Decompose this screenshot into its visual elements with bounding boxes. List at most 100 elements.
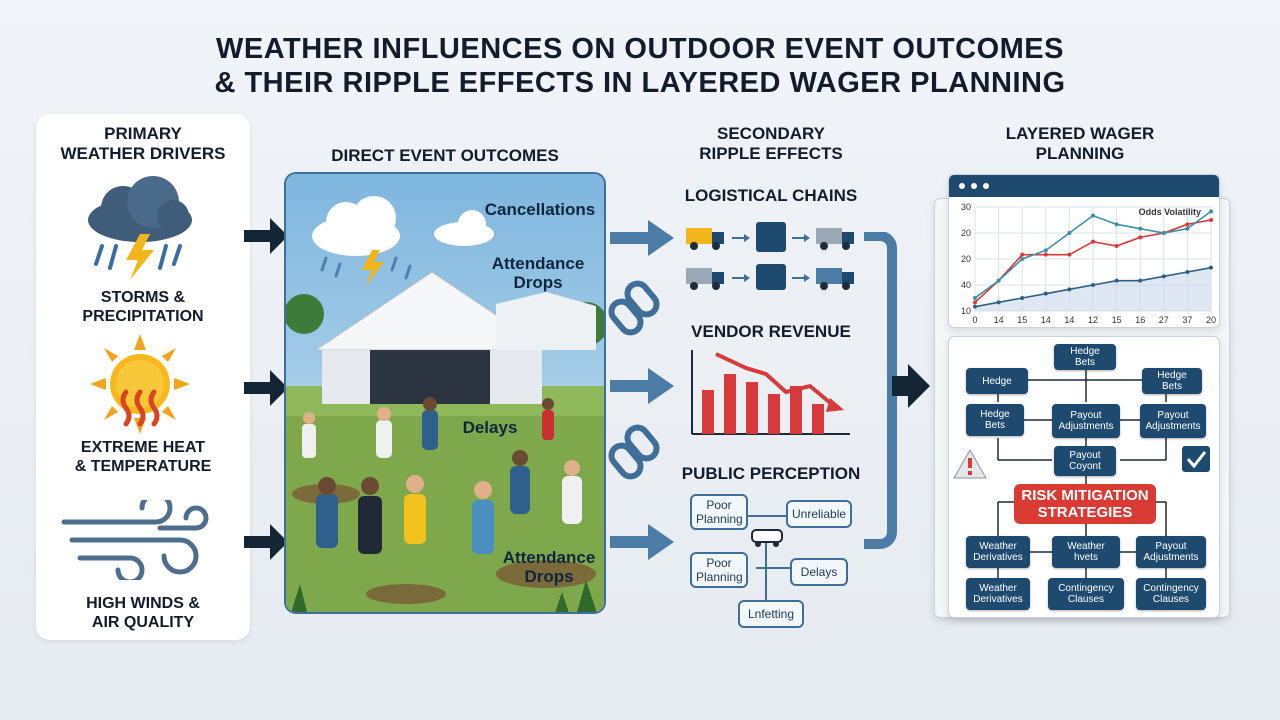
data-point <box>1209 265 1213 270</box>
node-cc1-line1: Contingency <box>1058 583 1114 594</box>
chart-title: Odds Volatility <box>1139 207 1201 217</box>
node-wh-line2: hvets <box>1074 552 1098 563</box>
ripple-heading-line2: RIPPLE EFFECTS <box>699 144 843 163</box>
node-cc2-line2: Clauses <box>1152 594 1190 605</box>
driver-wind-line2: AIR QUALITY <box>91 614 195 631</box>
data-point <box>1138 278 1143 283</box>
drivers-heading-line1: PRIMARY <box>104 124 182 143</box>
event-scene <box>284 172 606 614</box>
data-point <box>1209 218 1213 222</box>
data-point <box>1067 287 1072 292</box>
page-title-line1: WEATHER INFLUENCES ON OUTDOOR EVENT OUTC… <box>216 33 1064 65</box>
x-tick-label: 14 <box>1041 315 1051 325</box>
data-point <box>1043 248 1048 253</box>
x-tick-label: 27 <box>1159 315 1169 325</box>
data-point <box>1091 283 1095 287</box>
y-tick-label: 20 <box>961 228 971 238</box>
data-point <box>1020 257 1025 261</box>
x-tick-label: 0 <box>972 315 977 325</box>
arrow-to-perception <box>610 524 674 560</box>
node-hedge-right-line1: Hedge <box>1157 370 1187 381</box>
drivers-heading-line2: WEATHER DRIVERS <box>60 144 226 163</box>
page-title-line2: & THEIR RIPPLE EFFECTS IN LAYERED WAGER … <box>214 67 1066 99</box>
wager-heading-line1: LAYERED WAGER <box>1005 124 1155 143</box>
node-wd1-line1: Weather <box>979 541 1017 552</box>
data-point <box>996 278 1001 283</box>
outcome-cancellations: Cancellations <box>484 200 596 219</box>
data-point <box>1114 222 1119 227</box>
outcomes-heading: DIRECT EVENT OUTCOMES <box>331 146 559 165</box>
y-tick-label: 10 <box>961 306 971 316</box>
node-cc1-line2: Clauses <box>1067 594 1105 605</box>
data-point <box>1185 270 1190 274</box>
bubble-poor-planning-2: Poor Planning <box>690 552 748 588</box>
data-point <box>1138 235 1143 240</box>
perception-connectors <box>742 515 790 600</box>
window-dot-3 <box>983 183 989 189</box>
data-point <box>1091 213 1095 218</box>
bubble-unreliable: Unreliable <box>786 500 852 528</box>
data-point <box>1185 226 1190 231</box>
x-tick-label: 20 <box>1206 315 1216 325</box>
vendor-revenue-heading: VENDOR REVENUE <box>691 322 851 341</box>
x-tick-label: 15 <box>1112 315 1122 325</box>
driver-heat-line1: EXTREME HEAT <box>80 439 206 456</box>
y-tick-label: 20 <box>961 254 971 264</box>
node-hedge-bets-line1: Hedge <box>980 409 1010 420</box>
bubble-1-line2: Planning <box>696 512 743 526</box>
x-tick-label: 14 <box>994 315 1004 325</box>
driver-heat-label: EXTREME HEAT & TEMPERATURE <box>36 438 250 476</box>
arrow-to-vendor <box>610 368 674 404</box>
driver-storms-label: STORMS & PRECIPITATION <box>36 288 250 326</box>
attendance-bottom-line1: Attendance <box>502 548 596 567</box>
ripple-heading-line1: SECONDARY <box>717 124 825 143</box>
y-tick-label: 40 <box>961 280 971 290</box>
data-point <box>973 304 977 309</box>
arrow-to-logistics <box>610 220 674 256</box>
node-coyont-line2: Coyont <box>1069 461 1101 472</box>
car-icon <box>751 529 783 547</box>
node-payout-1-line1: Payout <box>1070 410 1102 421</box>
node-hedge-left: Hedge <box>966 368 1028 394</box>
window-dot-2 <box>971 183 977 189</box>
bubble-lnfetting: Lnfetting <box>738 600 804 628</box>
logistical-chains-heading: LOGISTICAL CHAINS <box>684 186 858 205</box>
wind-icon <box>61 500 209 580</box>
public-perception-heading: PUBLIC PERCEPTION <box>681 464 861 483</box>
bracket-arrow <box>864 232 930 549</box>
node-wd1-line2: Derivatives <box>973 552 1023 563</box>
arrow-storms <box>244 218 288 254</box>
data-point <box>1043 252 1048 257</box>
festival-illustration <box>286 174 604 612</box>
node-wd2-line2: Derivatives <box>973 594 1023 605</box>
risk-line2: STRATEGIES <box>1037 504 1133 521</box>
bubble-delays: Delays <box>790 558 848 586</box>
data-point <box>1161 231 1166 235</box>
outcome-attendance-top: Attendance Drops <box>488 254 588 292</box>
attendance-top-line2: Drops <box>513 273 563 292</box>
data-point <box>973 300 977 305</box>
crowd-figures <box>302 397 582 554</box>
data-point <box>1185 222 1190 227</box>
bubble-1-line1: Poor <box>706 498 732 512</box>
driver-wind-label: HIGH WINDS & AIR QUALITY <box>36 594 250 632</box>
ripple-heading: SECONDARY RIPPLE EFFECTS <box>666 124 876 164</box>
data-point <box>1114 278 1119 283</box>
attendance-bottom-line2: Drops <box>524 567 574 586</box>
driver-arrows <box>244 218 288 560</box>
node-payout-3-line1: Payout <box>1155 541 1187 552</box>
node-payout-3-line2: Adjustments <box>1143 552 1199 563</box>
series-area <box>975 267 1211 311</box>
data-point <box>1138 226 1143 231</box>
data-point <box>973 296 977 300</box>
